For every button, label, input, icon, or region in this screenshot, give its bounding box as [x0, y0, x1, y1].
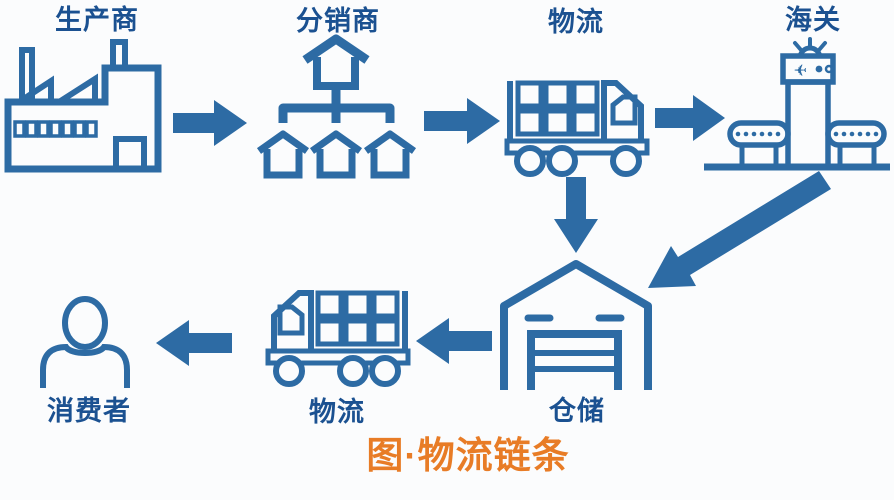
distribution-network-icon	[256, 34, 417, 179]
arrow-logistics-to-customs	[655, 95, 725, 141]
warehouse-icon	[500, 260, 652, 390]
consumer-label: 消费者	[47, 396, 131, 426]
arrow-logistics-to-warehouse	[554, 177, 598, 253]
customs-xray-scanner-icon: ✈	[704, 37, 890, 171]
distributor-label: 分销商	[296, 6, 380, 36]
arrow-warehouse-to-logistics	[416, 318, 492, 364]
warehouse-label: 仓储	[549, 396, 605, 426]
logistics-inbound-label: 物流	[548, 7, 604, 37]
arrow-customs-to-warehouse	[648, 171, 831, 288]
truck-left-icon	[265, 290, 411, 387]
diagram-caption: 图·物流链条	[366, 435, 570, 476]
plane-icon: ✈	[794, 63, 807, 80]
truck-right-icon	[504, 80, 650, 177]
arrow-distributor-to-logistics	[424, 98, 500, 144]
person-icon	[40, 296, 130, 388]
arrow-producer-to-distributor	[173, 100, 247, 146]
producer-label: 生产商	[55, 5, 139, 35]
logistics-outbound-label: 物流	[309, 397, 365, 427]
factory-icon	[4, 39, 162, 173]
svg-text:✈: ✈	[794, 63, 807, 80]
arrow-logistics-to-consumer	[156, 320, 232, 366]
customs-label: 海关	[785, 5, 841, 35]
